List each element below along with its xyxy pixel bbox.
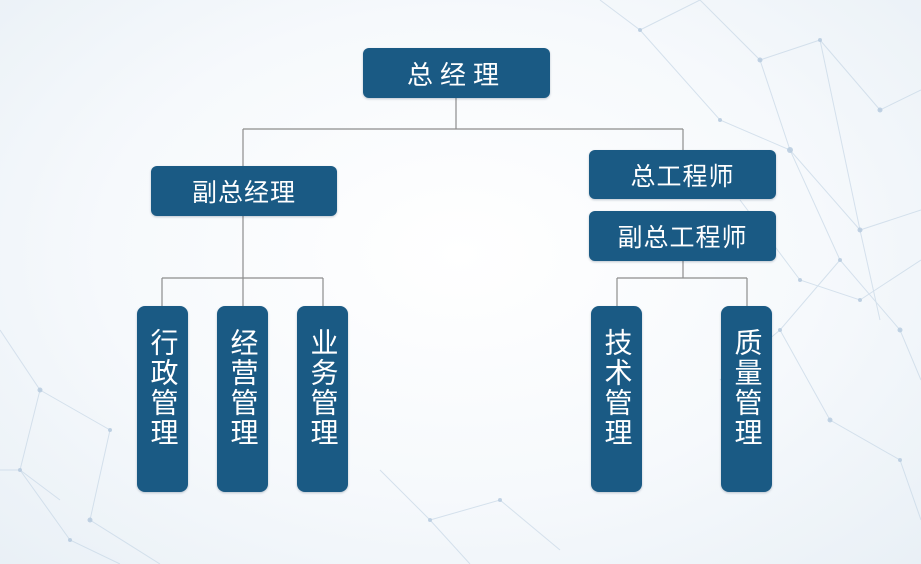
dept-technical-label: 技术管理	[600, 328, 634, 448]
deputy-chief-engineer-label: 副总工程师	[617, 223, 748, 252]
deputy-general-manager-label: 副总经理	[191, 178, 296, 207]
dept-business-label: 业务管理	[306, 328, 340, 448]
general-manager-label: 总经理	[406, 60, 506, 91]
dept-quality-node: 质量管理	[721, 306, 772, 492]
dept-business-node: 业务管理	[297, 306, 348, 492]
chief-engineer-node: 总工程师	[589, 150, 776, 199]
dept-operations-node: 经营管理	[217, 306, 268, 492]
deputy-chief-engineer-node: 副总工程师	[589, 211, 776, 261]
general-manager-node: 总经理	[363, 48, 550, 98]
dept-technical-node: 技术管理	[591, 306, 642, 492]
deputy-general-manager-node: 副总经理	[151, 166, 337, 216]
dept-quality-label: 质量管理	[730, 328, 764, 448]
dept-admin-label: 行政管理	[146, 328, 180, 448]
dept-admin-node: 行政管理	[137, 306, 188, 492]
chief-engineer-label: 总工程师	[630, 161, 735, 191]
dept-operations-label: 经营管理	[226, 328, 260, 448]
